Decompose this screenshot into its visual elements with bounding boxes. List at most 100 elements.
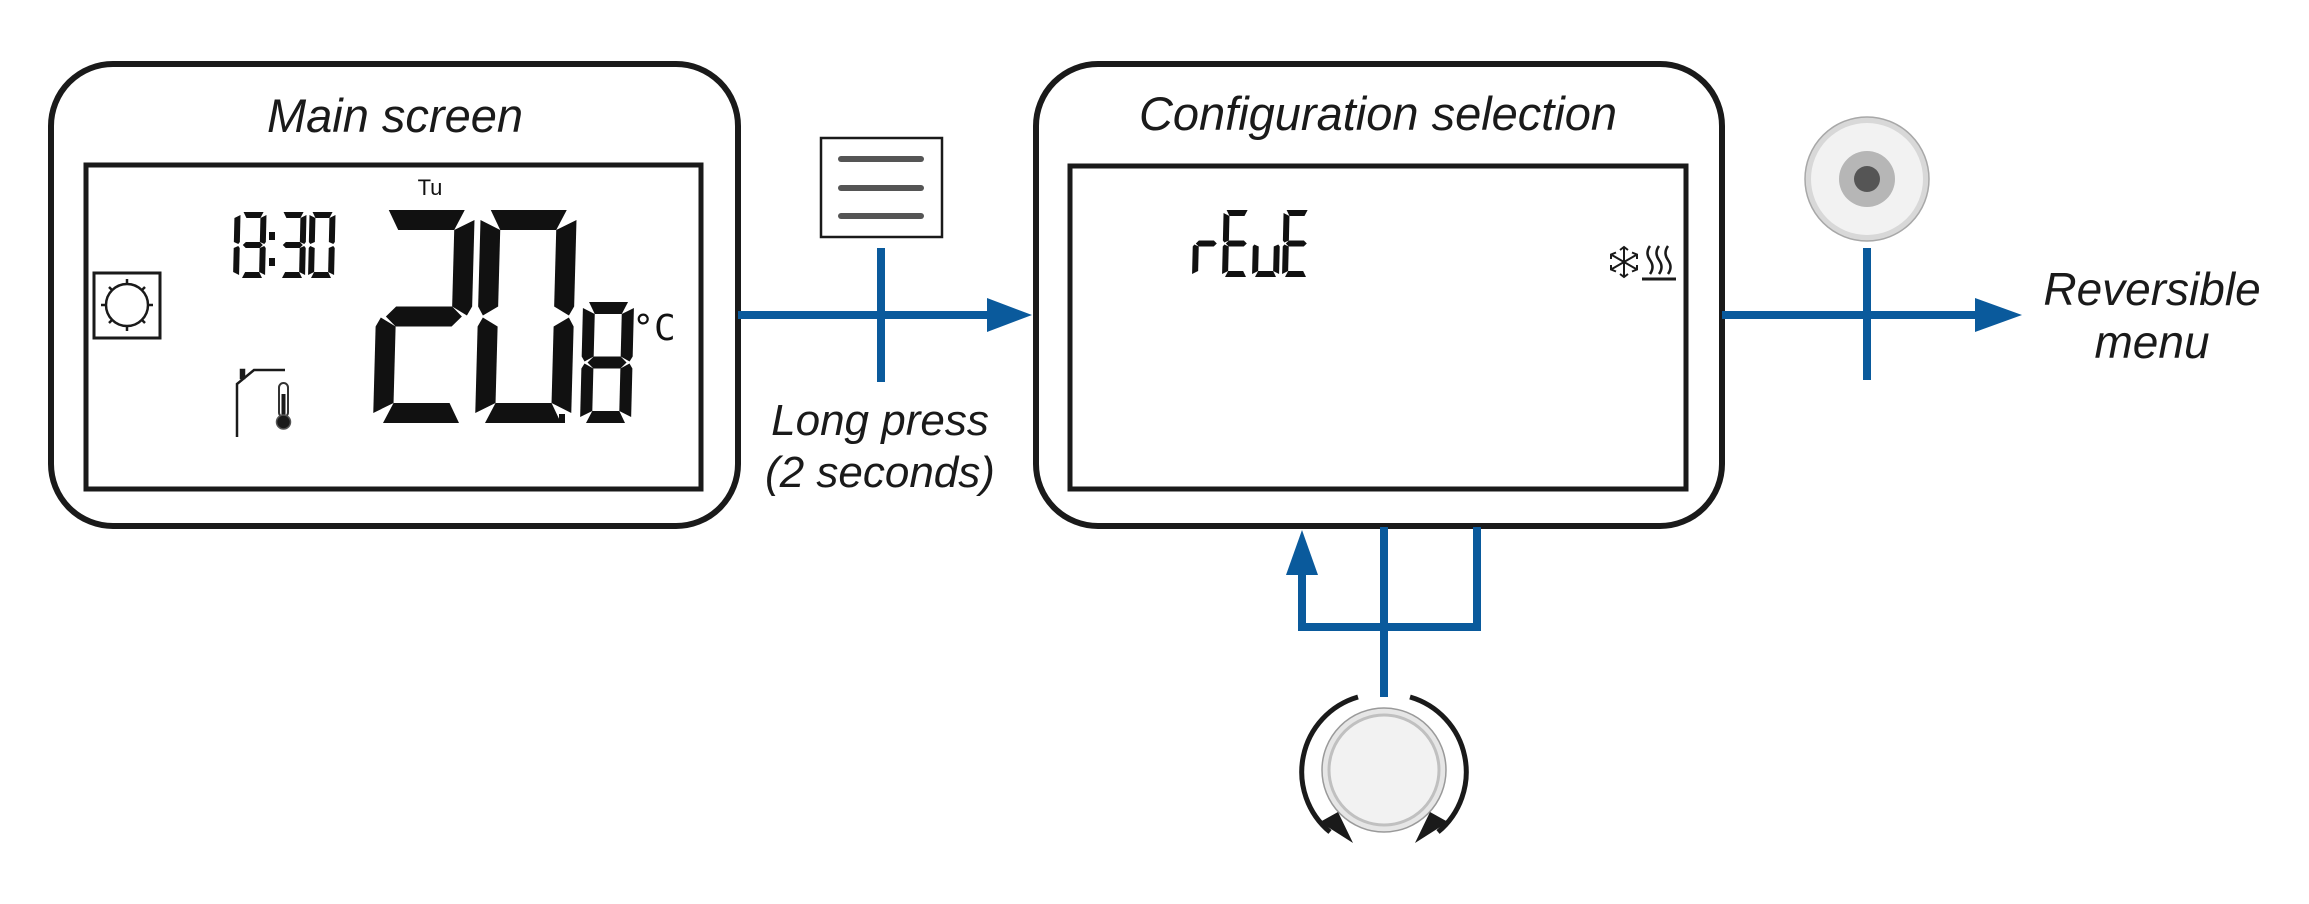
lcd-segment-a (312, 212, 333, 218)
lcd-segment-d (1225, 271, 1246, 277)
config-code-char (1222, 210, 1248, 277)
config-code-char (1192, 240, 1217, 274)
day-indicator: Tu (418, 175, 443, 200)
lcd-segment-c (299, 246, 306, 275)
lcd-segment-e (475, 317, 498, 413)
rotate-left-arrow-icon (1299, 694, 1359, 843)
clock-digit (308, 212, 336, 278)
rotary-knob-icon[interactable] (1321, 707, 1447, 833)
lcd-segment-a (1286, 210, 1308, 216)
lcd-segment-d (282, 272, 302, 278)
lcd-segment-a (1226, 210, 1248, 216)
lcd-segment-g (587, 356, 627, 369)
clock-digit (282, 212, 307, 278)
lcd-segment-c (328, 246, 335, 275)
rotate-right-arrow-icon (1409, 694, 1469, 843)
lcd-segment-c (233, 246, 240, 275)
confirm-transition: Reversible menu (1722, 116, 2261, 380)
lcd-segment-a (388, 210, 465, 230)
flow-arrow-shaft (1722, 311, 1978, 319)
heating-icon (1642, 245, 1676, 281)
lcd-segment-f (1282, 213, 1290, 243)
lcd-segment-f (478, 220, 501, 316)
house-icon (235, 368, 285, 437)
lcd-segment-a (243, 212, 264, 218)
lcd-segment-d (586, 411, 625, 423)
lcd-segment-c (259, 246, 266, 275)
lcd-segment-b (328, 215, 336, 244)
sun-mode-icon (92, 271, 162, 340)
lcd-segment-g (1195, 240, 1217, 247)
lcd-segment-d (383, 403, 459, 423)
clock-digit (242, 212, 267, 278)
lcd-segment-e (373, 317, 396, 413)
config-code-display (1192, 210, 1308, 277)
config-lcd-display (1067, 163, 1689, 492)
flow-arrow-head (1975, 298, 2022, 332)
lcd-segment-c (551, 317, 574, 413)
lcd-segment-b (620, 308, 634, 362)
lcd-segment-d (485, 403, 561, 423)
duration-caption: (2 seconds) (765, 448, 995, 497)
lcd-segment-c (619, 363, 633, 417)
config-code-char (1252, 244, 1280, 277)
temperature-digit (373, 210, 475, 423)
ok-button-icon[interactable] (1804, 116, 1930, 242)
config-screen-title: Configuration selection (1139, 87, 1617, 140)
temperature-decimal-digit (580, 302, 634, 423)
lcd-segment-b (554, 220, 577, 316)
lcd-segment-f (1222, 213, 1230, 243)
rotary-selection-loop (1286, 527, 1481, 843)
reversible-menu-label-line2: menu (2094, 316, 2209, 368)
lcd-segment-g (242, 242, 263, 248)
lcd-segment-d (311, 272, 331, 278)
menu-button-icon[interactable] (819, 136, 944, 239)
lcd-segment-a (490, 210, 567, 230)
lcd-segment-c (1273, 244, 1280, 274)
lcd-segment-g (282, 242, 303, 248)
flow-arrow-head (987, 298, 1032, 332)
temperature-digit (475, 210, 577, 423)
lcd-segment-d (1285, 271, 1306, 277)
lcd-segment-a (283, 212, 304, 218)
thermometer-icon (275, 382, 292, 430)
lcd-segment-b (233, 215, 241, 244)
lcd-segment-b (299, 215, 307, 244)
lcd-segment-e (1282, 244, 1289, 274)
trigger-line (1863, 248, 1871, 380)
temperature-display (373, 210, 634, 423)
lcd-segment-e (308, 246, 315, 275)
lcd-segment-g (385, 306, 462, 327)
clock-display (233, 212, 336, 278)
lcd-segment-b (259, 215, 267, 244)
lcd-segment-d (1255, 271, 1276, 277)
decimal-point (559, 414, 565, 423)
lcd-segment-f (581, 308, 595, 362)
lcd-segment-e (580, 363, 594, 417)
lcd-segment-e (1252, 244, 1259, 274)
lcd-segment-g (1225, 240, 1247, 247)
flow-arrow-shaft (738, 311, 990, 319)
clock-digit (233, 215, 241, 275)
clock-colon (269, 258, 275, 266)
configuration-selection-panel: Configuration selection (1033, 61, 1725, 529)
main-screen-title: Main screen (267, 89, 523, 142)
lcd-segment-e (1222, 244, 1229, 274)
main-screen-panel: Main screen (48, 61, 741, 529)
lcd-segment-b (452, 220, 475, 316)
long-press-caption: Long press (771, 396, 989, 445)
reversible-menu-label: Reversible (2043, 263, 2260, 315)
config-code-char (1282, 210, 1308, 277)
lcd-segment-d (242, 272, 262, 278)
lcd-segment-a (589, 302, 629, 314)
loop-arrow-head (1286, 530, 1318, 575)
loop-line (1298, 527, 1481, 631)
clock-colon (269, 232, 275, 240)
lcd-segment-e (1192, 244, 1199, 274)
celsius-unit: °C (632, 308, 675, 349)
lcd-segment-f (308, 215, 316, 244)
lcd-segment-g (1285, 240, 1307, 247)
snowflake-icon (1610, 245, 1638, 279)
long-press-transition: Long press (2 seconds) (738, 136, 1032, 497)
